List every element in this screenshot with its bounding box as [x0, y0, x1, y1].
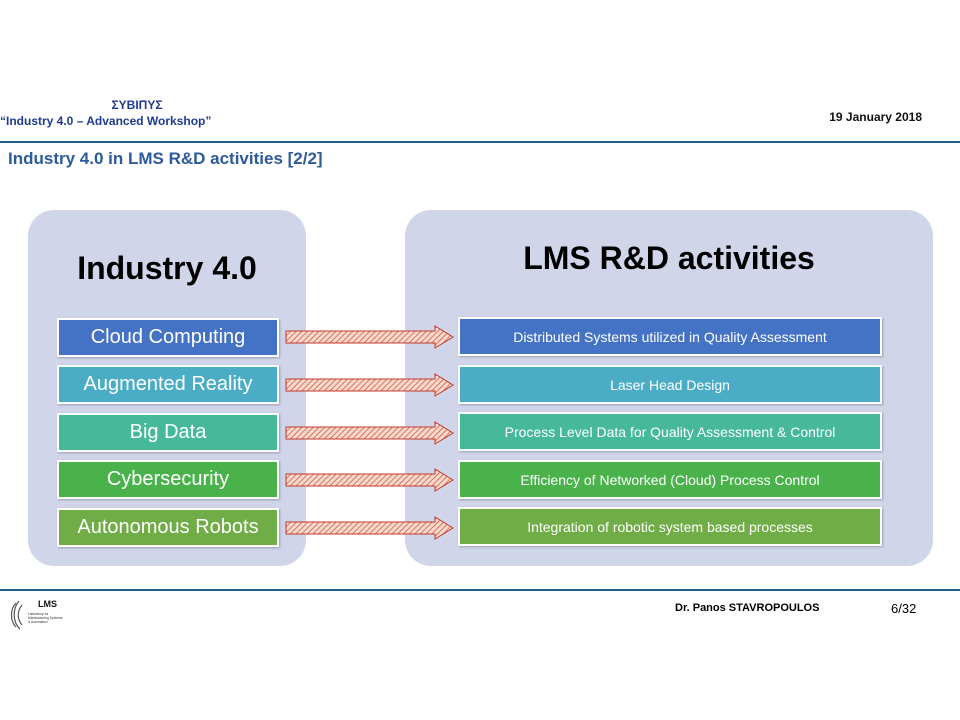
- arrow-right-icon: [285, 421, 454, 445]
- arrow-right-icon: [285, 468, 454, 492]
- industry-panel-title: Industry 4.0: [77, 250, 257, 286]
- organization-name: ΣΥΒΙΠΥΣ: [111, 98, 163, 112]
- author-name: Dr. Panos STAVROPOULOS: [675, 602, 820, 614]
- event-title: “Industry 4.0 – Advanced Workshop”: [0, 114, 212, 128]
- svg-text:Manufacturing Systems: Manufacturing Systems: [28, 616, 63, 620]
- date-label: 19 January 2018: [829, 110, 922, 124]
- lms-logo: LMS Laboratory for Manufacturing Systems…: [10, 599, 63, 630]
- footer-divider: [0, 589, 960, 591]
- activity-item-distributed-systems: Distributed Systems utilized in Quality …: [458, 317, 882, 356]
- activity-item-laser-head: Laser Head Design: [458, 365, 882, 404]
- activity-item-process-data: Process Level Data for Quality Assessmen…: [458, 412, 882, 451]
- activity-item-robotic-integration: Integration of robotic system based proc…: [458, 507, 882, 546]
- activity-item-networked-control: Efficiency of Networked (Cloud) Process …: [458, 460, 882, 499]
- header-divider: [0, 141, 960, 143]
- slide-title: Industry 4.0 in LMS R&D activities [2/2]: [8, 149, 323, 168]
- industry-item-big-data: Big Data: [57, 413, 279, 452]
- industry-item-cloud-computing: Cloud Computing: [57, 318, 279, 357]
- logo-text: LMS: [38, 599, 57, 609]
- lms-panel-title: LMS R&D activities: [523, 240, 815, 276]
- arrow-right-icon: [285, 516, 454, 540]
- svg-text:& Automation: & Automation: [28, 620, 48, 624]
- arrow-right-icon: [285, 373, 454, 397]
- industry-item-autonomous-robots: Autonomous Robots: [57, 508, 279, 547]
- page-number: 6/32: [891, 601, 917, 616]
- arrow-right-icon: [285, 325, 454, 349]
- industry-item-cybersecurity: Cybersecurity: [57, 460, 279, 499]
- svg-text:Laboratory for: Laboratory for: [28, 612, 49, 616]
- industry-item-augmented-reality: Augmented Reality: [57, 365, 279, 404]
